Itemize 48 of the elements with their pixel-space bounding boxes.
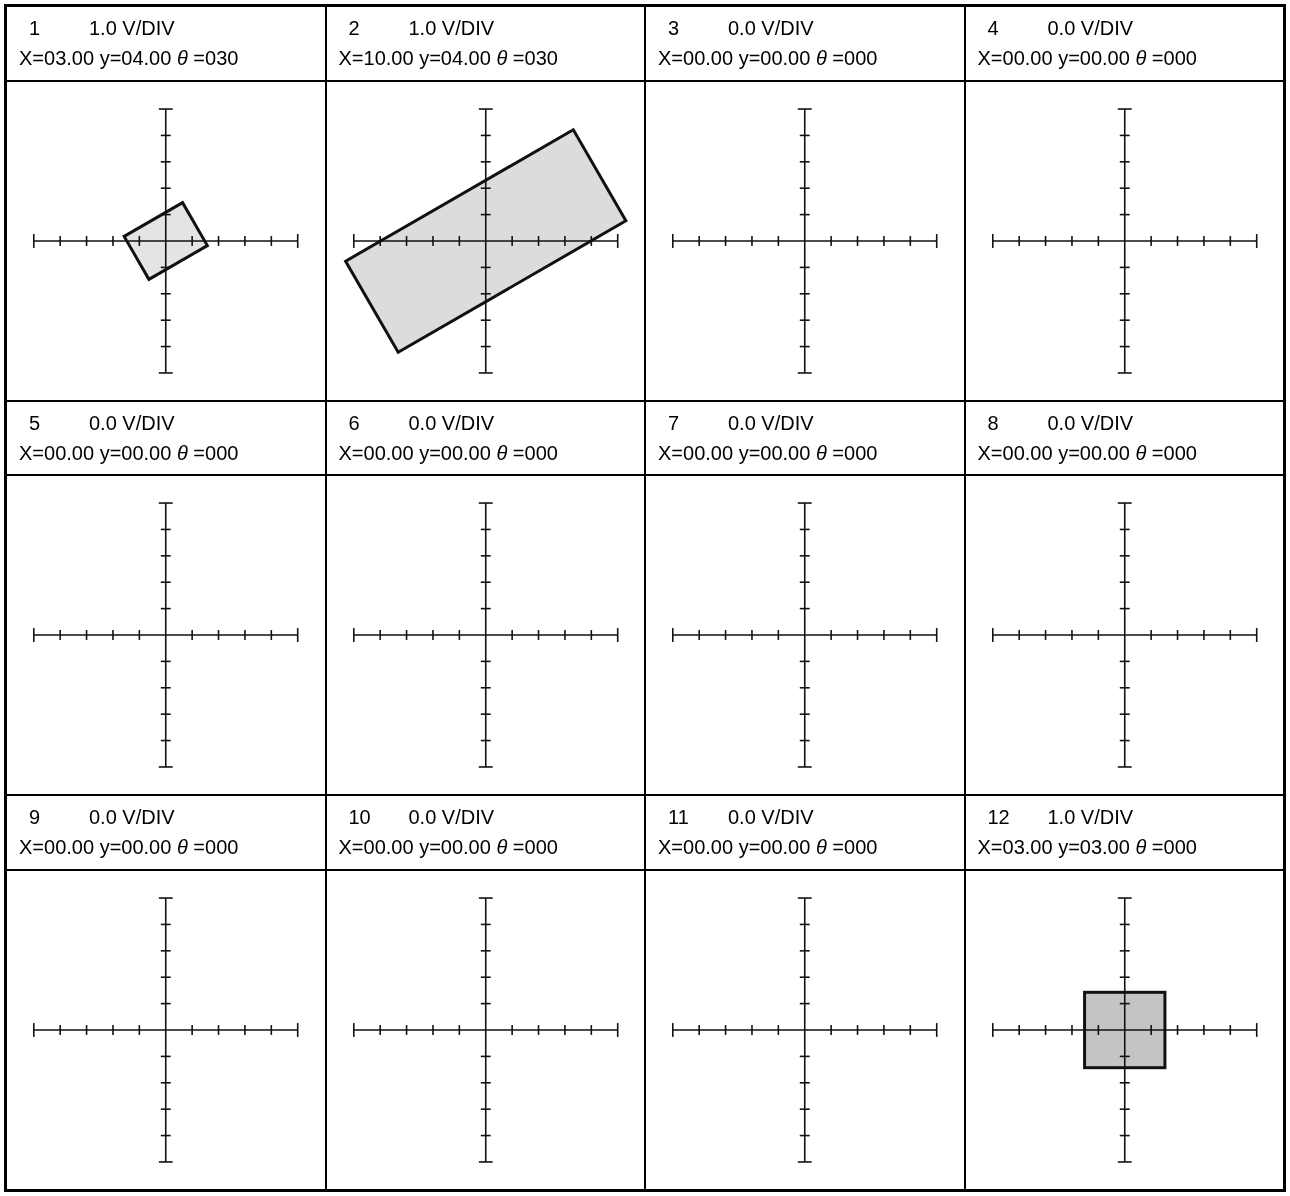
volts-per-div-label: 0.0 V/DIV [728, 805, 814, 831]
volts-per-div-label: 0.0 V/DIV [728, 16, 814, 41]
settings-readout: X=00.00 y=00.00 θ =000 [19, 441, 239, 464]
settings-readout: X=00.00 y=00.00 θ =000 [658, 836, 878, 859]
volts-per-div-label: 0.0 V/DIV [728, 410, 814, 436]
settings-readout: X=00.00 y=00.00 θ =000 [658, 47, 878, 69]
scope-panel [645, 6, 965, 401]
panel-number: 3 [668, 16, 681, 41]
scope-panel [6, 400, 326, 796]
settings-readout: X=00.00 y=00.00 θ =000 [338, 441, 558, 464]
scope-panel [325, 400, 645, 796]
volts-per-div-label: 0.0 V/DIV [1047, 410, 1134, 436]
volts-per-div-label: 1.0 V/DIV [89, 16, 175, 41]
settings-readout: X=00.00 y=00.00 θ =000 [977, 441, 1197, 464]
volts-per-div-label: 0.0 V/DIV [89, 805, 175, 831]
volts-per-div-label: 0.0 V/DIV [1047, 16, 1134, 41]
panel-number: 1 [29, 16, 42, 41]
settings-readout: X=00.00 y=00.00 θ =000 [977, 47, 1197, 69]
panel-number: 5 [29, 410, 42, 436]
scope-panel [6, 795, 326, 1190]
volts-per-div-label: 0.0 V/DIV [89, 410, 175, 436]
panel-number: 12 [987, 805, 1011, 831]
panel-number: 4 [987, 16, 1000, 41]
volts-per-div-label: 0.0 V/DIV [408, 805, 495, 831]
panel-number: 9 [29, 805, 42, 831]
panel-number: 10 [348, 805, 372, 831]
settings-readout: X=00.00 y=00.00 θ =000 [19, 836, 239, 859]
scope-panel [325, 795, 645, 1190]
scope-panel [964, 6, 1284, 401]
settings-readout: X=03.00 y=04.00 θ =030 [19, 47, 239, 69]
panel-number: 7 [668, 410, 681, 436]
settings-readout: X=10.00 y=04.00 θ =030 [338, 47, 558, 69]
volts-per-div-label: 0.0 V/DIV [408, 410, 495, 436]
settings-readout: X=00.00 y=00.00 θ =000 [658, 441, 878, 464]
scope-panel [325, 6, 645, 401]
scope-panel [6, 6, 326, 401]
settings-readout: X=00.00 y=00.00 θ =000 [338, 836, 558, 859]
scope-panel [645, 400, 965, 796]
settings-readout: X=03.00 y=03.00 θ =000 [977, 836, 1197, 859]
volts-per-div-label: 1.0 V/DIV [408, 16, 495, 41]
scope-panel [645, 795, 965, 1190]
panel-number: 8 [987, 410, 1000, 436]
panel-number: 6 [348, 410, 361, 436]
panel-number: 11 [668, 805, 690, 831]
volts-per-div-label: 1.0 V/DIV [1047, 805, 1134, 831]
scope-panel [964, 400, 1284, 796]
panel-number: 2 [348, 16, 361, 41]
scope-panel [964, 795, 1284, 1190]
